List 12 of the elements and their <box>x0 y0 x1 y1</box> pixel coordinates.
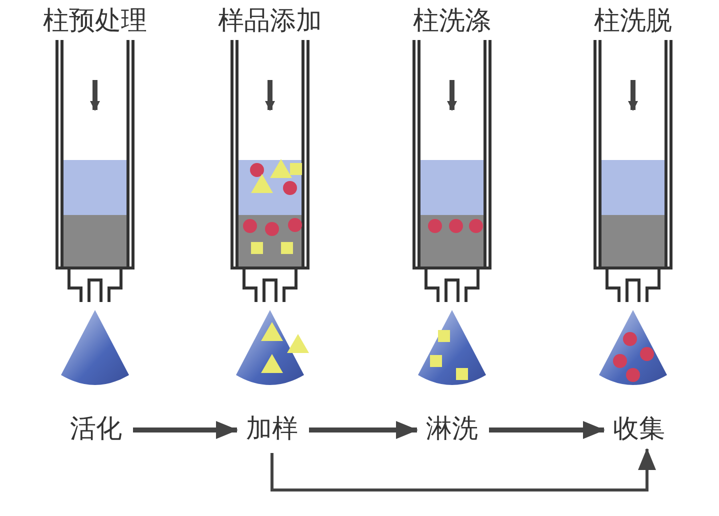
step-label: 活化 <box>65 413 127 447</box>
step-label: 淋洗 <box>421 413 483 447</box>
step-title: 柱洗涤 <box>412 5 492 37</box>
arrow <box>133 421 238 439</box>
arrow <box>309 421 418 439</box>
step-title: 样品添加 <box>217 5 323 37</box>
arrow <box>270 448 656 492</box>
step-label: 收集 <box>608 413 670 447</box>
step-label: 加样 <box>241 413 303 447</box>
step-title: 柱预处理 <box>42 5 148 37</box>
step-title: 柱洗脱 <box>593 5 673 37</box>
arrow <box>489 421 605 439</box>
